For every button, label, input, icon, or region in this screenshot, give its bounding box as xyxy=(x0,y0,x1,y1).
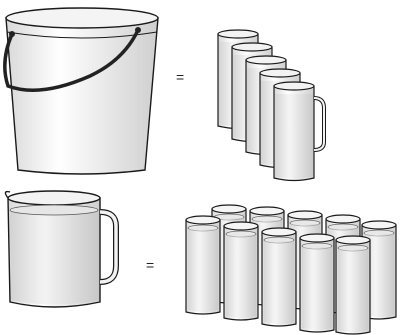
row-pitcher: = xyxy=(5,191,396,334)
glass-icon xyxy=(300,234,334,332)
pitcher-group-1 xyxy=(218,30,324,181)
glass-icon xyxy=(224,222,258,320)
pitcher-icon xyxy=(5,191,116,307)
glass-icon xyxy=(186,216,220,314)
bucket-icon xyxy=(5,8,158,174)
glass-icon xyxy=(262,228,296,326)
row-bucket: = xyxy=(5,8,324,181)
pitcher-small-icon xyxy=(274,82,324,181)
glass-icon xyxy=(336,236,370,334)
glass-group xyxy=(186,205,396,334)
equals-sign-1: = xyxy=(176,69,184,85)
equals-sign-2: = xyxy=(146,257,154,273)
